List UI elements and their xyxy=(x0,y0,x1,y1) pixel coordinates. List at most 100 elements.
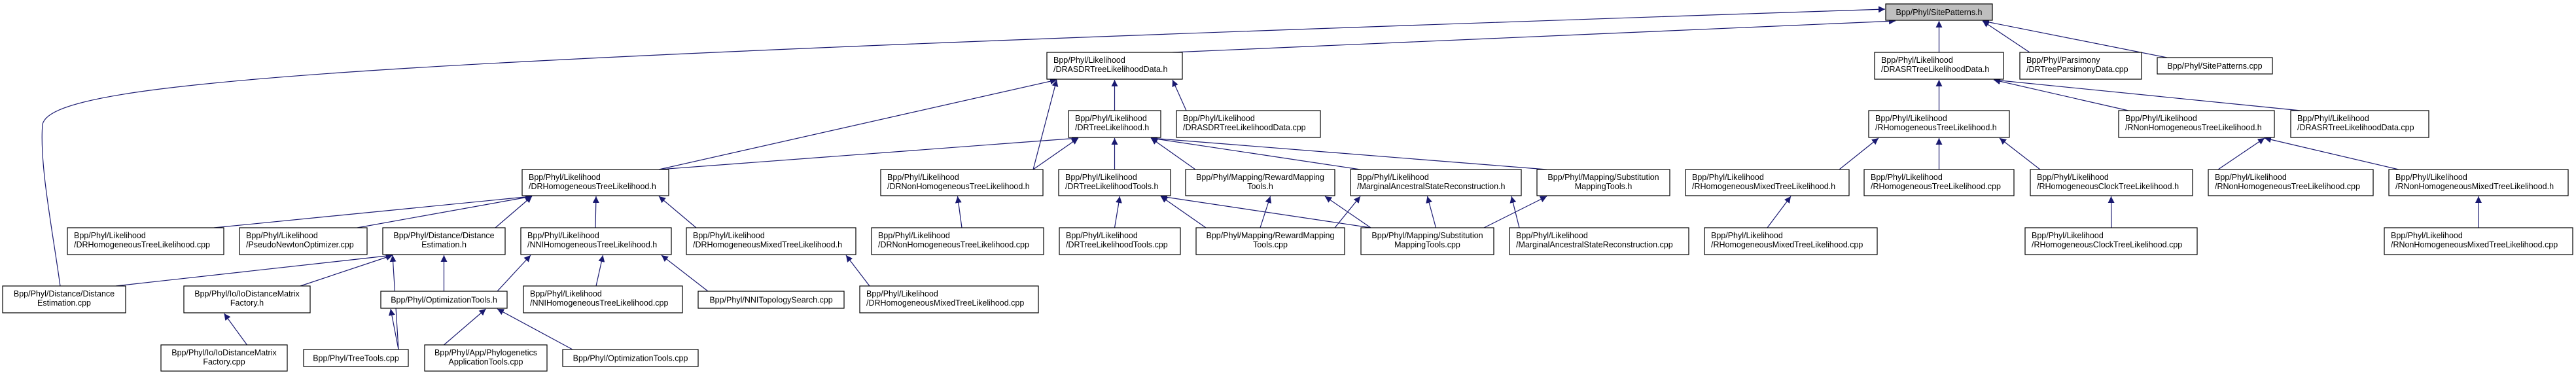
node-label-line: Bpp/Phyl/Likelihood xyxy=(2037,173,2109,182)
node-drhmtl-cpp[interactable]: Bpp/Phyl/Likelihood/DRHomogeneousMixedTr… xyxy=(859,285,1039,313)
node-drhtl-cpp[interactable]: Bpp/Phyl/Likelihood/DRHomogeneousTreeLik… xyxy=(67,227,224,255)
node-box xyxy=(67,227,224,255)
node-box xyxy=(2384,227,2573,255)
node-box xyxy=(183,285,311,313)
node-rhtl-cpp[interactable]: Bpp/Phyl/Likelihood/RHomogeneousTreeLike… xyxy=(1863,169,2015,196)
node-masr-h[interactable]: Bpp/Phyl/Likelihood/MarginalAncestralSta… xyxy=(1350,169,1522,196)
edge-nni_cpp-to-nni_h xyxy=(595,255,605,287)
node-label-line: /RNonHomogeneousTreeLikelihood.h xyxy=(2125,123,2262,132)
node-label-line: Bpp/Phyl/Likelihood xyxy=(878,231,950,240)
node-label-line: Tools.cpp xyxy=(1253,240,1288,249)
node-label-line: Bpp/Phyl/Parsimony xyxy=(2026,56,2100,65)
node-label-line: Bpp/Phyl/Likelihood xyxy=(1357,173,1429,182)
node-label-line: /DRHomogeneousTreeLikelihood.h xyxy=(529,182,656,191)
node-smt-h[interactable]: Bpp/Phyl/Mapping/SubstitutionMappingTool… xyxy=(1536,169,1670,196)
node-sp-cpp[interactable]: Bpp/Phyl/SitePatterns.cpp xyxy=(2157,57,2273,75)
node-label-line: Bpp/Phyl/Likelihood xyxy=(1066,231,1138,240)
node-box xyxy=(520,227,672,255)
node-opt-cpp[interactable]: Bpp/Phyl/OptimizationTools.cpp xyxy=(562,349,699,367)
edge-smt_cpp-to-masr_h xyxy=(1426,196,1437,228)
node-drnhtl-cpp[interactable]: Bpp/Phyl/Likelihood/DRNonHomogeneousTree… xyxy=(871,227,1044,255)
node-label-line: Bpp/Phyl/Mapping/RewardMapping xyxy=(1207,231,1335,240)
node-box xyxy=(1058,169,1171,196)
node-label-line: Bpp/Phyl/Likelihood xyxy=(2395,173,2467,182)
edge-de_cpp-to-de_h xyxy=(115,253,393,287)
node-label-line: Bpp/Phyl/Likelihood xyxy=(1516,231,1588,240)
node-rhmtl-cpp[interactable]: Bpp/Phyl/Likelihood/RHomogeneousMixedTre… xyxy=(1704,227,1878,255)
node-rhmtl-h[interactable]: Bpp/Phyl/Likelihood/RHomogeneousMixedTre… xyxy=(1685,169,1850,196)
node-drasdr-cpp[interactable]: Bpp/Phyl/Likelihood/DRASDRTreeLikelihood… xyxy=(1176,110,1321,138)
node-nni-h[interactable]: Bpp/Phyl/Likelihood/NNIHomogeneousTreeLi… xyxy=(520,227,672,255)
node-label-line: Bpp/Phyl/Mapping/Substitution xyxy=(1371,231,1483,240)
node-label-line: Bpp/Phyl/Likelihood xyxy=(1075,114,1147,123)
edge-pat_cpp-to-opt_h xyxy=(444,308,486,346)
node-drasr-h[interactable]: Bpp/Phyl/Likelihood/DRASRTreeLikelihoodD… xyxy=(1874,52,2004,80)
edge-rhmtl_h-to-rhtl_h xyxy=(1839,137,1879,170)
node-box xyxy=(424,344,548,372)
node-drnhtl-h[interactable]: Bpp/Phyl/Likelihood/DRNonHomogeneousTree… xyxy=(880,169,1044,196)
node-rnhmtl-h[interactable]: Bpp/Phyl/Likelihood/RNonHomogeneousMixed… xyxy=(2388,169,2569,196)
node-box xyxy=(1046,52,1183,80)
edge-rnhtl_h-to-drasr_h xyxy=(1993,78,2129,111)
node-label-line: /RHomogeneousMixedTreeLikelihood.cpp xyxy=(1711,240,1863,249)
node-tt-cpp[interactable]: Bpp/Phyl/TreeTools.cpp xyxy=(303,349,409,367)
node-box xyxy=(1863,169,2015,196)
edge-smt_cpp-to-drtlt_h xyxy=(1160,194,1371,228)
node-box xyxy=(1885,3,1993,21)
node-label-line: Bpp/Phyl/Likelihood xyxy=(1065,173,1137,182)
node-rnhtl-h[interactable]: Bpp/Phyl/Likelihood/RNonHomogeneousTreeL… xyxy=(2118,110,2275,138)
node-rnhtl-cpp[interactable]: Bpp/Phyl/Likelihood/RNonHomogeneousTreeL… xyxy=(2208,169,2374,196)
node-box xyxy=(1685,169,1850,196)
node-drtlt-cpp[interactable]: Bpp/Phyl/Likelihood/DRTreeLikelihoodTool… xyxy=(1059,227,1181,255)
node-label-line: /DRASDRTreeLikelihoodData.h xyxy=(1053,65,1167,74)
node-drhmtl-h[interactable]: Bpp/Phyl/Likelihood/DRHomogeneousMixedTr… xyxy=(686,227,856,255)
node-nni-cpp[interactable]: Bpp/Phyl/Likelihood/NNIHomogeneousTreeLi… xyxy=(523,285,683,313)
node-smt-cpp[interactable]: Bpp/Phyl/Mapping/SubstitutionMappingTool… xyxy=(1360,227,1494,255)
node-opt-h[interactable]: Bpp/Phyl/OptimizationTools.h xyxy=(380,291,508,309)
node-drtlt-h[interactable]: Bpp/Phyl/Likelihood/DRTreeLikelihoodTool… xyxy=(1058,169,1171,196)
node-box xyxy=(1068,110,1161,138)
edge-drnhtl_h-to-drasdr_h xyxy=(1032,79,1059,170)
node-rhctl-cpp[interactable]: Bpp/Phyl/Likelihood/RHomogeneousClockTre… xyxy=(2024,227,2198,255)
edge-drhmtl_cpp-to-drhmtl_h xyxy=(845,255,870,287)
node-pat-cpp[interactable]: Bpp/Phyl/App/PhylogeneticsApplicationToo… xyxy=(424,344,548,372)
node-box xyxy=(380,291,508,309)
node-label-line: /NNIHomogeneousTreeLikelihood.cpp xyxy=(530,298,669,308)
node-label-line: /RHomogeneousTreeLikelihood.h xyxy=(1875,123,1997,132)
node-label-line: Bpp/Phyl/Likelihood xyxy=(246,231,318,240)
node-drhtl-h[interactable]: Bpp/Phyl/Likelihood/DRHomogeneousTreeLik… xyxy=(521,169,669,196)
node-label-line: /RNonHomogeneousMixedTreeLikelihood.cpp xyxy=(2391,240,2558,249)
node-pars-cpp[interactable]: Bpp/Phyl/Parsimony/DRTreeParsimonyData.c… xyxy=(2019,52,2142,80)
node-box xyxy=(1360,227,1494,255)
node-box xyxy=(697,291,845,309)
node-masr-cpp[interactable]: Bpp/Phyl/Likelihood/MarginalAncestralSta… xyxy=(1509,227,1689,255)
edge-drhtl_h-to-drtl_h xyxy=(658,135,1079,170)
edges-layer xyxy=(41,6,2482,350)
node-drtl-h[interactable]: Bpp/Phyl/Likelihood/DRTreeLikelihood.h xyxy=(1068,110,1161,138)
node-label-line: /DRTreeLikelihood.h xyxy=(1075,123,1149,132)
node-label-line: Bpp/Phyl/OptimizationTools.cpp xyxy=(573,354,688,363)
node-label-line: /RHomogeneousClockTreeLikelihood.h xyxy=(2037,182,2179,191)
node-label-line: Bpp/Phyl/Likelihood xyxy=(2297,114,2369,123)
node-box xyxy=(2024,227,2198,255)
node-rnhmtl-cpp[interactable]: Bpp/Phyl/Likelihood/RNonHomogeneousMixed… xyxy=(2384,227,2573,255)
edge-rmt_cpp-to-rmt_h xyxy=(1260,196,1272,228)
nodes-layer: Bpp/Phyl/SitePatterns.hBpp/Phyl/Likeliho… xyxy=(2,3,2573,372)
node-box xyxy=(303,349,409,367)
node-nnits-cpp[interactable]: Bpp/Phyl/NNITopologySearch.cpp xyxy=(697,291,845,309)
node-drasr-cpp[interactable]: Bpp/Phyl/Likelihood/DRASRTreeLikelihoodD… xyxy=(2290,110,2429,138)
node-drasdr-h[interactable]: Bpp/Phyl/Likelihood/DRASDRTreeLikelihood… xyxy=(1046,52,1183,80)
node-rhctl-h[interactable]: Bpp/Phyl/Likelihood/RHomogeneousClockTre… xyxy=(2030,169,2193,196)
node-pno-cpp[interactable]: Bpp/Phyl/Likelihood/PseudoNewtonOptimize… xyxy=(239,227,368,255)
node-rhtl-h[interactable]: Bpp/Phyl/Likelihood/RHomogeneousTreeLike… xyxy=(1868,110,2010,138)
node-sp-h: Bpp/Phyl/SitePatterns.h xyxy=(1885,3,1993,21)
node-label-line: Bpp/Phyl/Io/IoDistanceMatrix xyxy=(171,348,277,357)
node-label-line: MappingTools.cpp xyxy=(1394,240,1460,249)
node-box xyxy=(382,227,506,255)
